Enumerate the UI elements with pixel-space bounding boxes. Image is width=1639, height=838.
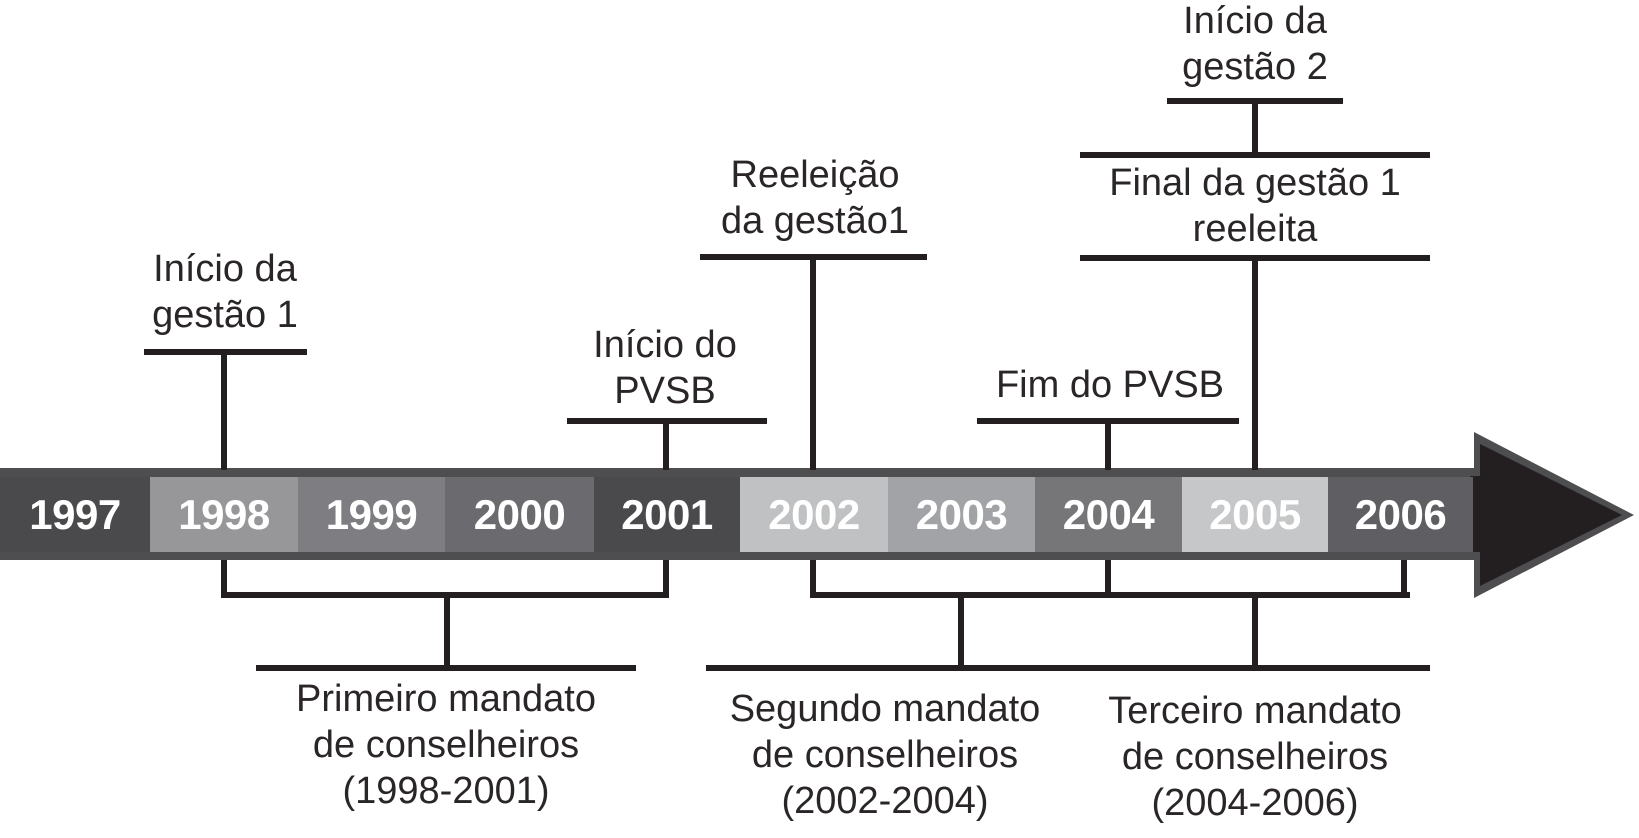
period-bracket-left: [221, 560, 227, 598]
event-connector: [810, 254, 816, 470]
period-label-bar: [706, 665, 1430, 671]
period-bracket-mid: [1105, 560, 1111, 598]
year-cell-2000: 2000: [445, 477, 594, 552]
event-connector: [1252, 98, 1258, 154]
period-bracket-right: [663, 560, 669, 598]
year-cell-2004: 2004: [1035, 477, 1182, 552]
period-label-line2: de conselheiros: [751, 734, 1019, 776]
event-label-line2: reeleita: [1192, 208, 1318, 250]
period-label-bar: [256, 665, 636, 671]
event-label-line1: Fim do PVSB: [995, 364, 1225, 406]
year-cell-1997: 1997: [0, 477, 150, 552]
period-connector: [958, 592, 964, 666]
event-label-line2: gestão 1: [152, 294, 298, 336]
event-label-line1: Início da: [1183, 0, 1327, 42]
event-label-line1: Reeleição: [730, 154, 900, 196]
period-label-line3: (2004-2006): [1151, 782, 1359, 824]
year-cell-2002: 2002: [740, 477, 888, 552]
period-label-line3: (2002-2004): [781, 780, 989, 822]
arrow-right-icon: [1470, 432, 1634, 598]
period-connector: [1252, 592, 1258, 666]
event-label-line2: da gestão1: [720, 200, 910, 242]
year-cell-2005: 2005: [1182, 477, 1328, 552]
year-cell-1999: 1999: [298, 477, 445, 552]
event-connector: [663, 418, 669, 470]
period-label-line1: Primeiro mandato: [296, 678, 596, 720]
period-label-line2: de conselheiros: [1121, 736, 1389, 778]
year-cell-1998: 1998: [150, 477, 298, 552]
event-label-line1: Final da gestão 1: [1109, 162, 1401, 204]
period-label-line1: Terceiro mandato: [1108, 690, 1402, 732]
period-label-line1: Segundo mandato: [729, 688, 1041, 730]
period-bracket-left: [810, 560, 816, 598]
year-cell-2003: 2003: [888, 477, 1035, 552]
year-cell-2006: 2006: [1328, 477, 1473, 552]
event-label-line2: gestão 2: [1182, 46, 1328, 88]
event-connector: [221, 349, 227, 470]
period-connector: [444, 592, 450, 666]
year-cell-2001: 2001: [594, 477, 740, 552]
event-label-line1: Início do: [593, 324, 737, 366]
period-bracket-right: [1401, 560, 1407, 598]
period-label-line2: de conselheiros: [312, 724, 580, 766]
event-connector: [1105, 418, 1111, 470]
period-label-line3: (1998-2001): [342, 770, 550, 812]
event-bar-top: [1080, 152, 1430, 158]
period-bracket-bar: [810, 592, 1410, 598]
event-label-line2: PVSB: [614, 370, 716, 412]
event-connector: [1252, 255, 1258, 470]
event-label-line1: Início da: [153, 248, 297, 290]
